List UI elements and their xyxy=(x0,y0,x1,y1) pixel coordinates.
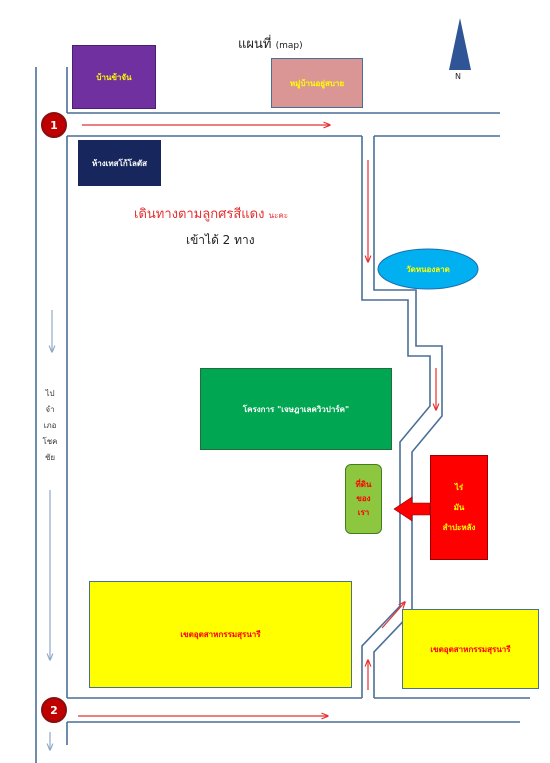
place-ban-chan: บ้านข้าจัน xyxy=(72,45,156,109)
highway-direction-arrows xyxy=(50,310,52,750)
side-label-line: ไป xyxy=(45,389,55,398)
instruction-main: เดินทางตามลูกศรสีแดง xyxy=(134,207,265,222)
route-marker-1: 1 xyxy=(41,112,67,138)
road-edges xyxy=(35,67,530,763)
place-cassava-farm: ไร่ มัน สำปะหลัง xyxy=(430,455,488,560)
temple-shape xyxy=(377,248,479,290)
instruction-text: เดินทางตามลูกศรสีแดง นะคะ xyxy=(134,203,288,224)
our-land-line: เรา xyxy=(357,508,370,517)
route-arrow-connector-3 xyxy=(381,602,405,629)
north-label: N xyxy=(455,72,461,81)
route-marker-2: 2 xyxy=(41,697,67,723)
our-land-line: ของ xyxy=(356,494,371,503)
place-village-top: หมู่บ้านอยู่สบาย xyxy=(271,58,363,108)
our-land-line: ที่ดิน xyxy=(355,480,372,489)
place-industrial-left: เขตอุตสาหกรรมสุรนารี xyxy=(89,581,352,688)
side-direction-label: ไป จำ เภอ โชค ชัย xyxy=(40,386,60,466)
north-arrow-icon xyxy=(449,18,471,70)
farm-line: สำปะหลัง xyxy=(442,522,476,532)
route-arrows xyxy=(78,125,436,716)
place-mall: ห้างเทสโก้โลตัส xyxy=(78,140,161,186)
side-label-line: โชค xyxy=(42,437,58,446)
place-temple: วัดหนองลาด xyxy=(406,264,450,274)
farm-line: ไร่ xyxy=(454,482,464,492)
entrances-text: เข้าได้ 2 ทาง xyxy=(186,233,255,247)
connector-road-east-edge xyxy=(373,136,443,698)
place-our-land: ที่ดิน ของ เรา xyxy=(345,464,382,534)
connector-road-west-edge xyxy=(361,136,431,698)
side-label-line: ชัย xyxy=(44,453,56,462)
place-project: โครงการ "เจษฎาเลควิวปาร์ค" xyxy=(200,368,392,450)
map-title: แผนที่ (map) xyxy=(238,33,303,54)
map-title-text: แผนที่ xyxy=(238,37,272,52)
side-label-line: เภอ xyxy=(43,421,57,430)
instruction-suffix: นะคะ xyxy=(268,211,289,220)
side-label-line: จำ xyxy=(45,405,55,414)
farm-line: มัน xyxy=(453,502,465,512)
map-title-suffix: (map) xyxy=(275,41,303,51)
place-industrial-right: เขตอุตสาหกรรมสุรนารี xyxy=(402,609,539,689)
